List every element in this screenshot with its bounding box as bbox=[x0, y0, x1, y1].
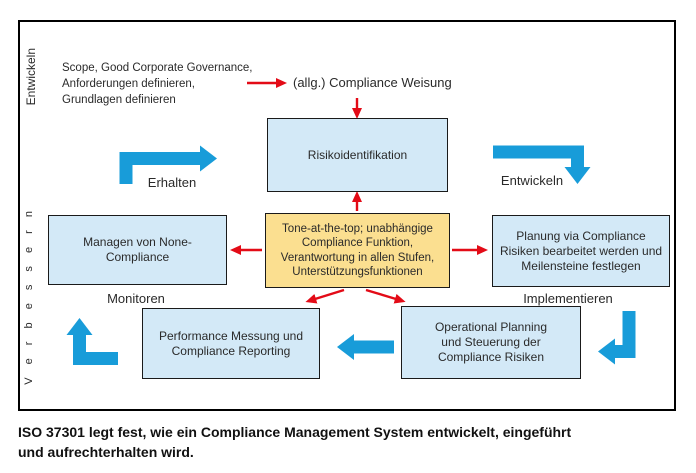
box-performance-messung: Performance Messung und Compliance Repor… bbox=[142, 308, 320, 379]
compliance-weisung-label: (allg.) Compliance Weisung bbox=[293, 75, 452, 90]
phase-label-entwickeln-vertical: Entwickeln bbox=[24, 48, 38, 106]
box-risikoidentifikation: Risikoidentifikation bbox=[267, 118, 448, 192]
box-managen-none-compliance: Managen von None-Compliance bbox=[48, 215, 227, 285]
box-operational-planning: Operational Planning und Steuerung der C… bbox=[401, 306, 581, 379]
box-tone-at-the-top: Tone-at-the-top; unabhängige Compliance … bbox=[265, 213, 450, 288]
box-planung-compliance-risiken: Planung via Compliance Risiken bearbeite… bbox=[492, 215, 670, 287]
cycle-label-monitoren: Monitoren bbox=[107, 291, 165, 306]
cycle-label-implementieren: Implementieren bbox=[523, 291, 613, 306]
cycle-label-erhalten: Erhalten bbox=[147, 175, 197, 190]
scope-intro-text: Scope, Good Corporate Governance, Anford… bbox=[62, 62, 253, 106]
cycle-label-entwickeln: Entwickeln bbox=[500, 173, 564, 188]
phase-label-verbessern-vertical: V e r b e s s e r n bbox=[23, 206, 35, 385]
figure-caption: ISO 37301 legt fest, wie ein Compliance … bbox=[18, 424, 572, 460]
